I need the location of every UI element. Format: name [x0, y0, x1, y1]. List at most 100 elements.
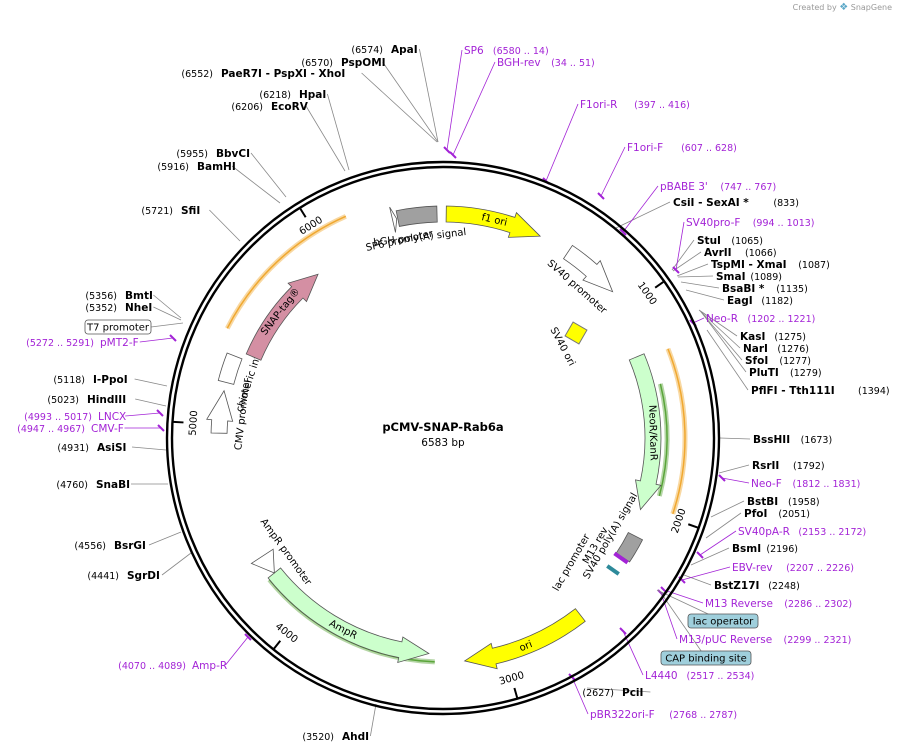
leader-line: [710, 500, 745, 518]
snapgene-logo-icon: ❖: [839, 2, 849, 13]
site-label-stui: StuI: [697, 235, 721, 247]
tick-label: 1000: [635, 280, 659, 307]
primer-position: (2299 .. 2321): [784, 635, 852, 646]
feature-sp6-promoter: [389, 206, 398, 233]
leader-line: [305, 105, 346, 172]
leader-line: [586, 687, 651, 693]
leader-line: [446, 49, 463, 151]
leader-line: [615, 201, 671, 229]
feature-ampr: [267, 567, 430, 664]
feature-neor-kanr: [628, 353, 662, 511]
feature-ampr-promoter: [250, 548, 275, 574]
site-label-pspomi: PspOMI: [341, 57, 386, 69]
site-label-pcii: PciI: [622, 687, 643, 699]
feature-label: SP6 promoter: [365, 228, 435, 254]
site-position: (5023): [47, 395, 79, 406]
feature-sv40-ori: [564, 321, 588, 345]
leader-line: [680, 281, 720, 289]
site-labels: ApaI(6574)PspOMI(6570)PaeR7I - PspXI - X…: [17, 44, 889, 743]
leader-line: [225, 636, 249, 666]
site-label-csii-sexai: CsiI - SexAI *: [673, 197, 749, 209]
site-position: (1792): [793, 461, 825, 472]
site-label-bstz17i: BstZ17I: [714, 580, 759, 592]
primer-position: (1812 .. 1831): [793, 479, 861, 490]
site-label-bsabi: BsaBI *: [722, 283, 765, 295]
tick-label: 3000: [498, 670, 525, 688]
leader-line: [699, 530, 737, 556]
primer-marker: [244, 633, 252, 641]
backbone-inner-strand: [170, 165, 716, 711]
snapgene-watermark: Created by ❖ SnapGene: [793, 2, 892, 13]
site-position: (1066): [745, 248, 777, 259]
site-label-eagi: EagI: [727, 295, 753, 307]
primer-marker: [443, 146, 451, 154]
site-label-nari: NarI: [743, 343, 768, 355]
site-position: (5916): [157, 162, 189, 173]
site-position: (1276): [777, 344, 809, 355]
site-position: (4441): [87, 571, 119, 582]
primer-marker: [169, 334, 177, 342]
plasmid-size: 6583 bp: [421, 437, 465, 449]
primer-position: (4070 .. 4089): [118, 661, 186, 672]
leader-line: [681, 566, 731, 581]
primer-marker: [157, 424, 165, 432]
site-position: (5721): [141, 206, 173, 217]
leader-line: [706, 329, 749, 391]
primer-position: (4993 .. 5017): [24, 412, 92, 423]
leader-line: [153, 294, 182, 319]
leader-line: [690, 547, 730, 566]
site-label-pflfi-tth111i: PflFI - Tth111I: [751, 385, 835, 397]
label-leaders: [124, 48, 751, 737]
site-label-pfoi: PfoI: [744, 508, 767, 520]
primer-marker: [696, 551, 704, 559]
site-label-sfoi: SfoI: [745, 355, 768, 367]
lac-operator-marker: [606, 564, 620, 576]
site-position: (6570): [301, 58, 333, 69]
site-label-apai: ApaI: [391, 44, 418, 56]
primer-marker: [672, 266, 680, 274]
site-position: (4760): [56, 480, 88, 491]
site-label-bsrgi: BsrGI: [114, 540, 146, 552]
feature-label: ori: [518, 639, 534, 654]
leader-line: [545, 103, 579, 182]
feature-chimeric-intron: [217, 352, 243, 385]
feature-label: SNAP-tag®: [259, 286, 302, 337]
primer-position: (607 .. 628): [681, 143, 737, 154]
primer-label-lncx: LNCX: [98, 411, 126, 423]
leader-line: [660, 592, 707, 659]
primer-position: (5272 .. 5291): [26, 338, 94, 349]
boxed-label-text: lac operator: [693, 617, 754, 628]
site-position: (1065): [731, 236, 763, 247]
site-label-pluti: PluTI: [749, 367, 779, 379]
site-position: (1277): [779, 356, 811, 367]
primer-position: (2153 .. 2172): [798, 527, 866, 538]
primer-position: (2768 .. 2787): [669, 710, 737, 721]
site-label-bsmi: BsmI: [732, 543, 761, 555]
leader-line: [571, 676, 589, 715]
leader-line: [676, 263, 709, 277]
leader-line: [719, 437, 751, 440]
primer-label-pmt2-f: pMT2-F: [100, 337, 139, 349]
primer-label-pbr322ori-f: pBR322ori-F: [590, 709, 655, 721]
leader-line: [677, 275, 714, 278]
leader-line: [150, 322, 184, 328]
primer-position: (994 .. 1013): [753, 218, 815, 229]
leader-line: [209, 209, 241, 242]
leader-line: [419, 48, 439, 143]
primer-label-ebv-rev: EBV-rev: [732, 562, 773, 574]
site-position: (2248): [768, 581, 800, 592]
site-label-sfii: SfiI: [181, 205, 200, 217]
boxed-label-cap-binding-site: [660, 650, 752, 666]
leader-line: [699, 310, 741, 349]
site-position: (833): [773, 198, 799, 209]
feature-ori: [463, 608, 586, 670]
primer-marker: [619, 627, 627, 635]
tick-mark: [273, 640, 282, 650]
site-label-hindiii: HindIII: [87, 394, 126, 406]
leader-line: [675, 221, 685, 271]
site-position: (1958): [788, 497, 820, 508]
feature-track-line: [226, 215, 347, 329]
site-position: (1275): [774, 332, 806, 343]
primer-label-l4440: L4440: [645, 670, 678, 682]
site-label-bsshii: BssHII: [753, 434, 790, 446]
